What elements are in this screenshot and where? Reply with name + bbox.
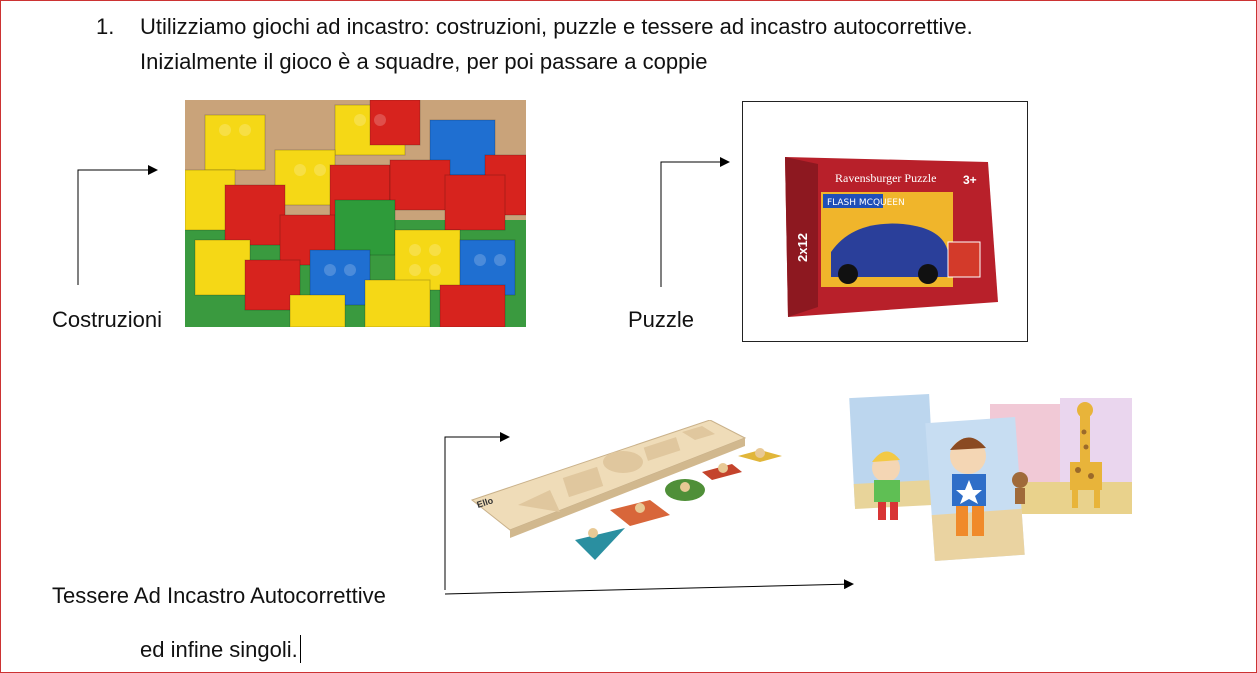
arrow-shape-board <box>444 432 510 590</box>
text-cursor <box>299 635 301 663</box>
label-costruzioni: Costruzioni <box>52 307 163 332</box>
label-puzzle: Puzzle <box>628 307 695 332</box>
shape-board-image[interactable]: Ello <box>470 420 790 565</box>
list-line-2: Inizialmente il gioco è a squadre, per p… <box>140 49 708 74</box>
arrow-costruzioni <box>77 165 158 285</box>
arrow-puzzle <box>660 157 730 287</box>
puzzle-banner: FLASH MCQUEEN <box>827 198 905 208</box>
list-line-1: Utilizziamo giochi ad incastro: costruzi… <box>140 14 973 39</box>
list-number: 1. <box>96 14 115 39</box>
closing-line[interactable]: ed infine singoli. <box>140 635 301 665</box>
puzzle-box-image[interactable]: FLASH MCQUEEN Ravensburger Puzzle 3+ 2x1… <box>742 101 1028 342</box>
puzzle-age: 3+ <box>963 173 977 187</box>
closing-text: ed infine singoli. <box>140 637 298 662</box>
lego-bricks-image[interactable] <box>185 100 526 327</box>
puzzle-brand: Ravensburger Puzzle <box>835 171 936 185</box>
puzzle-tiles-image[interactable] <box>848 392 1138 564</box>
label-tessere: Tessere Ad Incastro Autocorrettive <box>52 583 386 608</box>
arrow-puzzle-tiles <box>444 579 854 595</box>
puzzle-pieces: 2x12 <box>795 233 810 262</box>
shape-board-brand: Ello <box>476 495 495 510</box>
